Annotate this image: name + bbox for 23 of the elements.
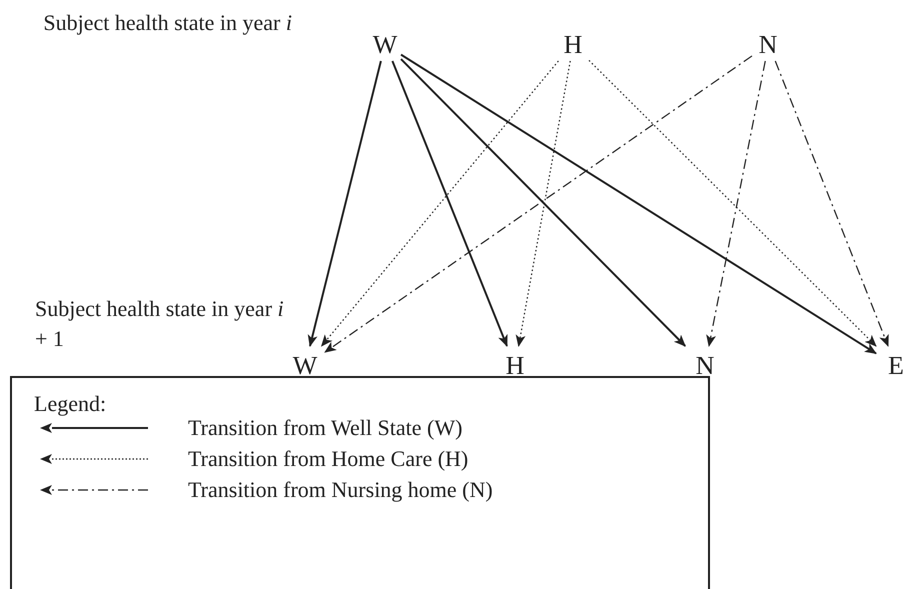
row-heading: Subject health state in year i + 1 xyxy=(35,295,285,353)
state-letter: N xyxy=(758,32,778,58)
state-letter: W xyxy=(372,32,398,58)
arrow xyxy=(516,60,571,347)
arrow xyxy=(324,55,752,353)
arrow xyxy=(308,60,382,347)
state-letter: W xyxy=(292,353,318,379)
arrow xyxy=(391,60,508,347)
arrow xyxy=(706,60,766,347)
legend-text: Transition from Home Care (H) xyxy=(188,445,468,473)
state-letter: N xyxy=(696,353,714,379)
state-letter: H xyxy=(564,32,582,58)
legend-heading: Legend: xyxy=(34,390,106,418)
state-letter: H xyxy=(506,353,524,379)
legend-text: Transition from Well State (W) xyxy=(188,414,462,442)
arrow xyxy=(588,60,877,347)
arrow xyxy=(320,60,559,347)
arrow xyxy=(400,54,877,354)
state-letter: E xyxy=(888,353,904,379)
arrow xyxy=(774,60,889,347)
legend-text: Transition from Nursing home (N) xyxy=(188,476,493,504)
row-heading: Subject health state in year i xyxy=(42,9,292,37)
arrow xyxy=(400,58,686,347)
